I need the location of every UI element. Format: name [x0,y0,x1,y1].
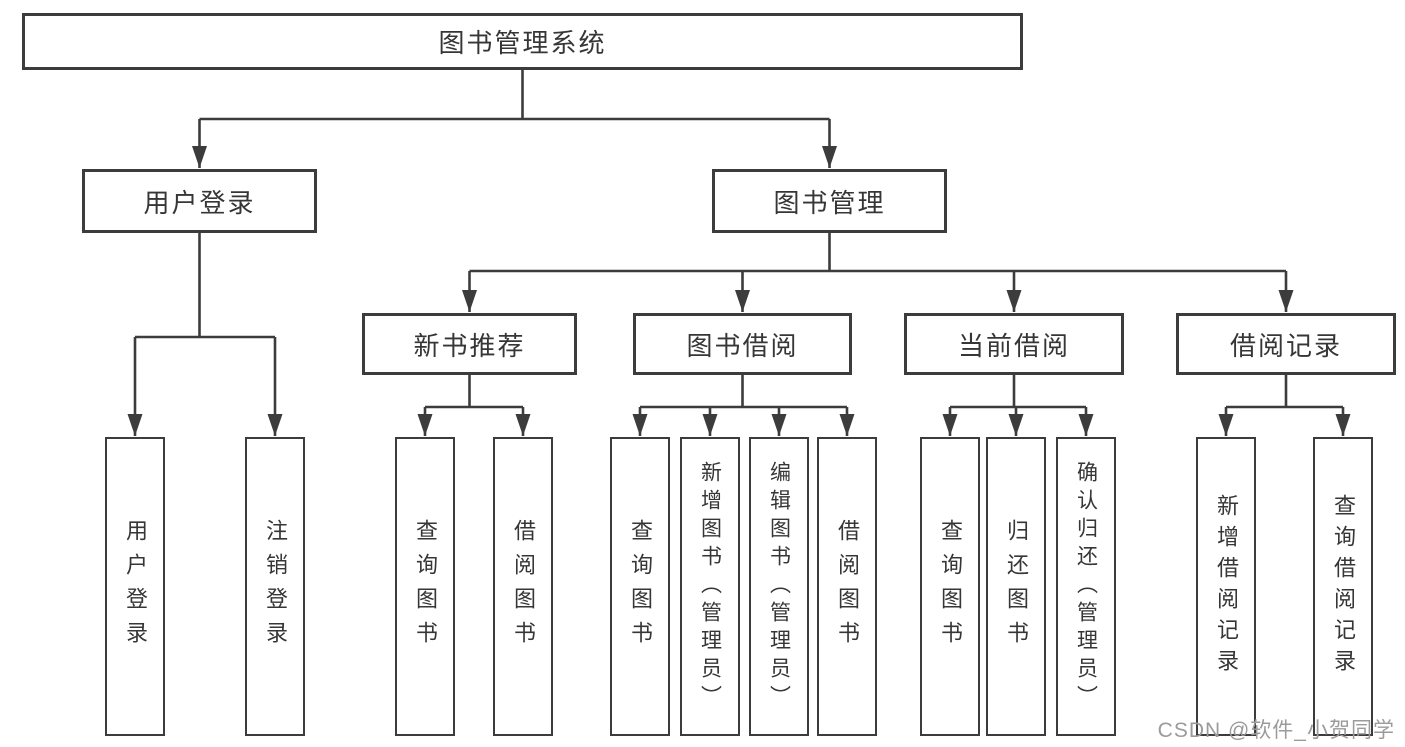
node-label: 注销登录 [263,518,288,655]
node-label: 图书管理系统 [438,28,607,58]
node-label: 新增借阅记录 [1214,493,1239,680]
leaf-return-books: 归还图书 [986,437,1046,736]
node-library-management-system: 图书管理系统 [22,13,1023,70]
leaf-query-books-current: 查询图书 [920,437,980,736]
leaf-edit-books-admin: 编辑图书（管理员） [749,437,809,736]
csdn-watermark: CSDN @软件_小贺同学 [1157,719,1395,742]
leaf-confirm-return-admin: 确认归还（管理员） [1056,437,1116,736]
node-label: 归还图书 [1004,518,1029,655]
node-label: 新书推荐 [413,330,526,361]
node-label: 查询图书 [413,518,438,655]
node-label: 借阅图书 [835,518,860,655]
node-label: 图书借阅 [686,330,799,361]
node-book-borrowing: 图书借阅 [633,313,852,375]
node-book-management: 图书管理 [712,169,947,233]
node-new-book-recommendation: 新书推荐 [362,313,577,375]
node-label: 查询图书 [938,518,963,655]
node-label: 查询图书 [628,518,653,655]
leaf-borrow-books-borrowing: 借阅图书 [817,437,877,736]
node-label: 用户登录 [123,518,148,655]
leaf-logout: 注销登录 [245,437,305,736]
node-label: 编辑图书（管理员） [767,460,791,713]
leaf-query-books-borrowing: 查询图书 [610,437,670,736]
node-label: 查询借阅记录 [1331,493,1356,680]
node-label: 借阅记录 [1229,330,1342,361]
leaf-add-books-admin: 新增图书（管理员） [680,437,740,736]
node-label: 确认归还（管理员） [1074,460,1098,713]
leaf-query-books-recommend: 查询图书 [395,437,455,736]
leaf-borrow-books-recommend: 借阅图书 [493,437,553,736]
node-current-borrowing: 当前借阅 [904,313,1124,375]
leaf-add-borrow-record: 新增借阅记录 [1196,437,1256,736]
leaf-user-login: 用户登录 [105,437,165,736]
node-label: 借阅图书 [511,518,536,655]
node-label: 新增图书（管理员） [698,460,722,713]
node-label: 当前借阅 [957,330,1070,361]
leaf-query-borrow-record: 查询借阅记录 [1313,437,1373,736]
node-borrowing-records: 借阅记录 [1176,313,1396,375]
node-label: 用户登录 [143,187,256,218]
node-user-login: 用户登录 [82,169,317,233]
node-label: 图书管理 [773,187,886,218]
